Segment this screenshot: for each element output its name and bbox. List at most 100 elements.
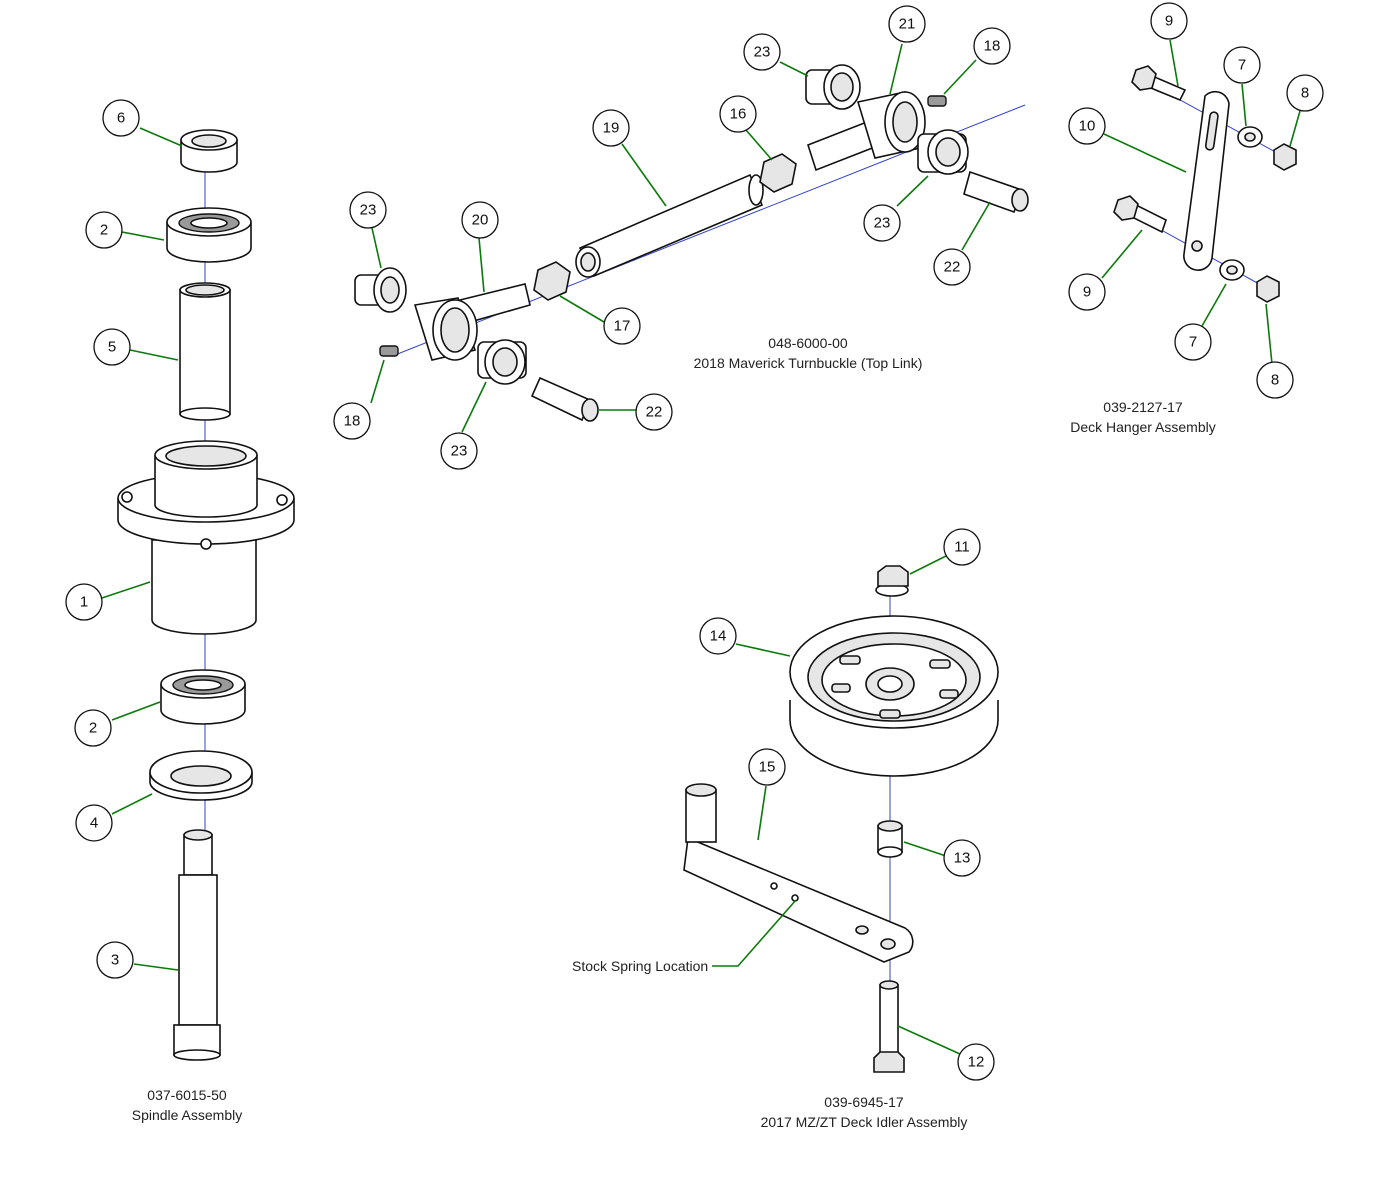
svg-text:23: 23 [754, 44, 771, 61]
svg-text:8: 8 [1301, 85, 1309, 102]
callout-16: 16 [719, 95, 757, 133]
part-23-bushing-top-right [805, 64, 861, 110]
svg-text:7: 7 [1189, 334, 1197, 351]
leader-lines [101, 39, 1301, 1055]
callout-7-upper: 7 [1223, 46, 1261, 84]
part-7-upper-washer [1237, 126, 1263, 148]
svg-text:2: 2 [89, 720, 97, 737]
callout-15: 15 [748, 748, 786, 786]
part-19-threaded-rod [575, 173, 764, 278]
svg-text:3: 3 [111, 952, 119, 969]
turnbuckle-part-number: 048-6000-00 [768, 335, 848, 351]
callout-22-left: 22 [635, 393, 673, 431]
callout-18-right: 18 [973, 27, 1011, 65]
hanger-part-number: 039-2127-17 [1103, 399, 1183, 415]
part-8-upper-nut [1273, 143, 1297, 171]
callout-13: 13 [943, 839, 981, 877]
svg-text:9: 9 [1165, 13, 1173, 30]
svg-text:11: 11 [954, 539, 970, 556]
svg-text:23: 23 [874, 215, 891, 232]
deck-idler-assembly-drawing [683, 565, 999, 1073]
callout-9-upper: 9 [1150, 2, 1188, 40]
part-22-sleeve-right [963, 170, 1029, 214]
callout-19: 19 [592, 109, 630, 147]
spindle-part-number: 037-6015-50 [147, 1087, 227, 1103]
part-2-lower-bearing [160, 669, 246, 725]
svg-text:2: 2 [100, 222, 108, 239]
part-1-spindle-housing [117, 440, 295, 635]
svg-text:8: 8 [1271, 372, 1279, 389]
svg-text:6: 6 [117, 110, 125, 127]
part-23-bushing-lower-left [477, 339, 527, 385]
svg-text:23: 23 [451, 443, 468, 460]
svg-text:7: 7 [1238, 57, 1246, 74]
svg-text:12: 12 [968, 1054, 985, 1071]
captions: 037-6015-50 Spindle Assembly 048-6000-00… [132, 335, 1216, 1130]
part-10-hanger-bracket [1183, 90, 1230, 271]
svg-text:10: 10 [1079, 118, 1096, 135]
spindle-name: Spindle Assembly [132, 1107, 243, 1123]
part-8-lower-nut [1256, 275, 1280, 303]
idler-part-number: 039-6945-17 [824, 1094, 904, 1110]
part-5-spacer-tube [179, 282, 231, 421]
idler-name: 2017 MZ/ZT Deck Idler Assembly [761, 1114, 968, 1130]
part-17-jam-nut [533, 261, 571, 301]
part-7-lower-washer [1219, 259, 1245, 281]
callout-11: 11 [943, 528, 981, 566]
callout-2-lower: 2 [74, 709, 112, 747]
deck-hanger-assembly-drawing [1113, 65, 1297, 303]
svg-text:13: 13 [954, 850, 971, 867]
callout-23-lower-right: 23 [863, 204, 901, 242]
svg-text:18: 18 [344, 413, 361, 430]
callout-3: 3 [96, 941, 134, 979]
part-9-upper-bolt [1131, 65, 1187, 102]
callout-21: 21 [888, 5, 926, 43]
svg-text:1: 1 [80, 594, 88, 611]
part-9-lower-bolt [1113, 195, 1167, 234]
callout-9-lower: 9 [1068, 273, 1106, 311]
part-22-sleeve-left [530, 376, 599, 422]
part-11-flange-nut [875, 565, 909, 597]
svg-text:17: 17 [614, 318, 631, 335]
callout-balloons: 6 2 5 1 2 4 3 23 20 18 23 17 22 19 16 23… [65, 2, 1324, 1081]
svg-text:14: 14 [710, 628, 727, 645]
part-20-left-end [413, 283, 531, 361]
spindle-assembly-drawing [117, 129, 295, 1061]
stock-spring-note: Stock Spring Location [572, 958, 708, 974]
turnbuckle-name: 2018 Maverick Turnbuckle (Top Link) [694, 355, 923, 371]
part-23-bushing-left [354, 267, 407, 313]
callout-12: 12 [957, 1043, 995, 1081]
callout-23-left: 23 [349, 191, 387, 229]
callout-8-upper: 8 [1286, 74, 1324, 112]
part-2-upper-bearing [166, 207, 252, 263]
svg-text:16: 16 [730, 106, 747, 123]
svg-text:4: 4 [90, 815, 98, 832]
part-18-grease-fitting-left [379, 345, 399, 357]
part-18-grease-fitting-right [927, 95, 947, 107]
part-16-jam-nut [759, 153, 797, 193]
part-14-idler-pulley [789, 615, 999, 777]
svg-text:15: 15 [759, 759, 776, 776]
part-21-right-end [807, 91, 926, 172]
part-4-dust-cup [149, 750, 253, 801]
callout-23-lower-left: 23 [440, 432, 478, 470]
svg-text:22: 22 [944, 259, 961, 276]
callout-4: 4 [75, 804, 113, 842]
callout-23-top-right: 23 [743, 33, 781, 71]
callout-10: 10 [1068, 107, 1106, 145]
svg-text:21: 21 [899, 16, 916, 33]
callout-14: 14 [699, 617, 737, 655]
part-23-bushing-lower-right [917, 129, 969, 175]
svg-text:22: 22 [646, 404, 663, 421]
callout-22-right: 22 [933, 248, 971, 286]
part-6-seal [180, 129, 238, 173]
callout-1: 1 [65, 583, 103, 621]
callout-17: 17 [603, 307, 641, 345]
hanger-name: Deck Hanger Assembly [1070, 419, 1216, 435]
part-12-bolt [873, 980, 905, 1073]
svg-text:20: 20 [472, 212, 489, 229]
callout-8-lower: 8 [1256, 361, 1294, 399]
turnbuckle-assembly-drawing [354, 64, 1029, 422]
svg-text:9: 9 [1083, 284, 1091, 301]
